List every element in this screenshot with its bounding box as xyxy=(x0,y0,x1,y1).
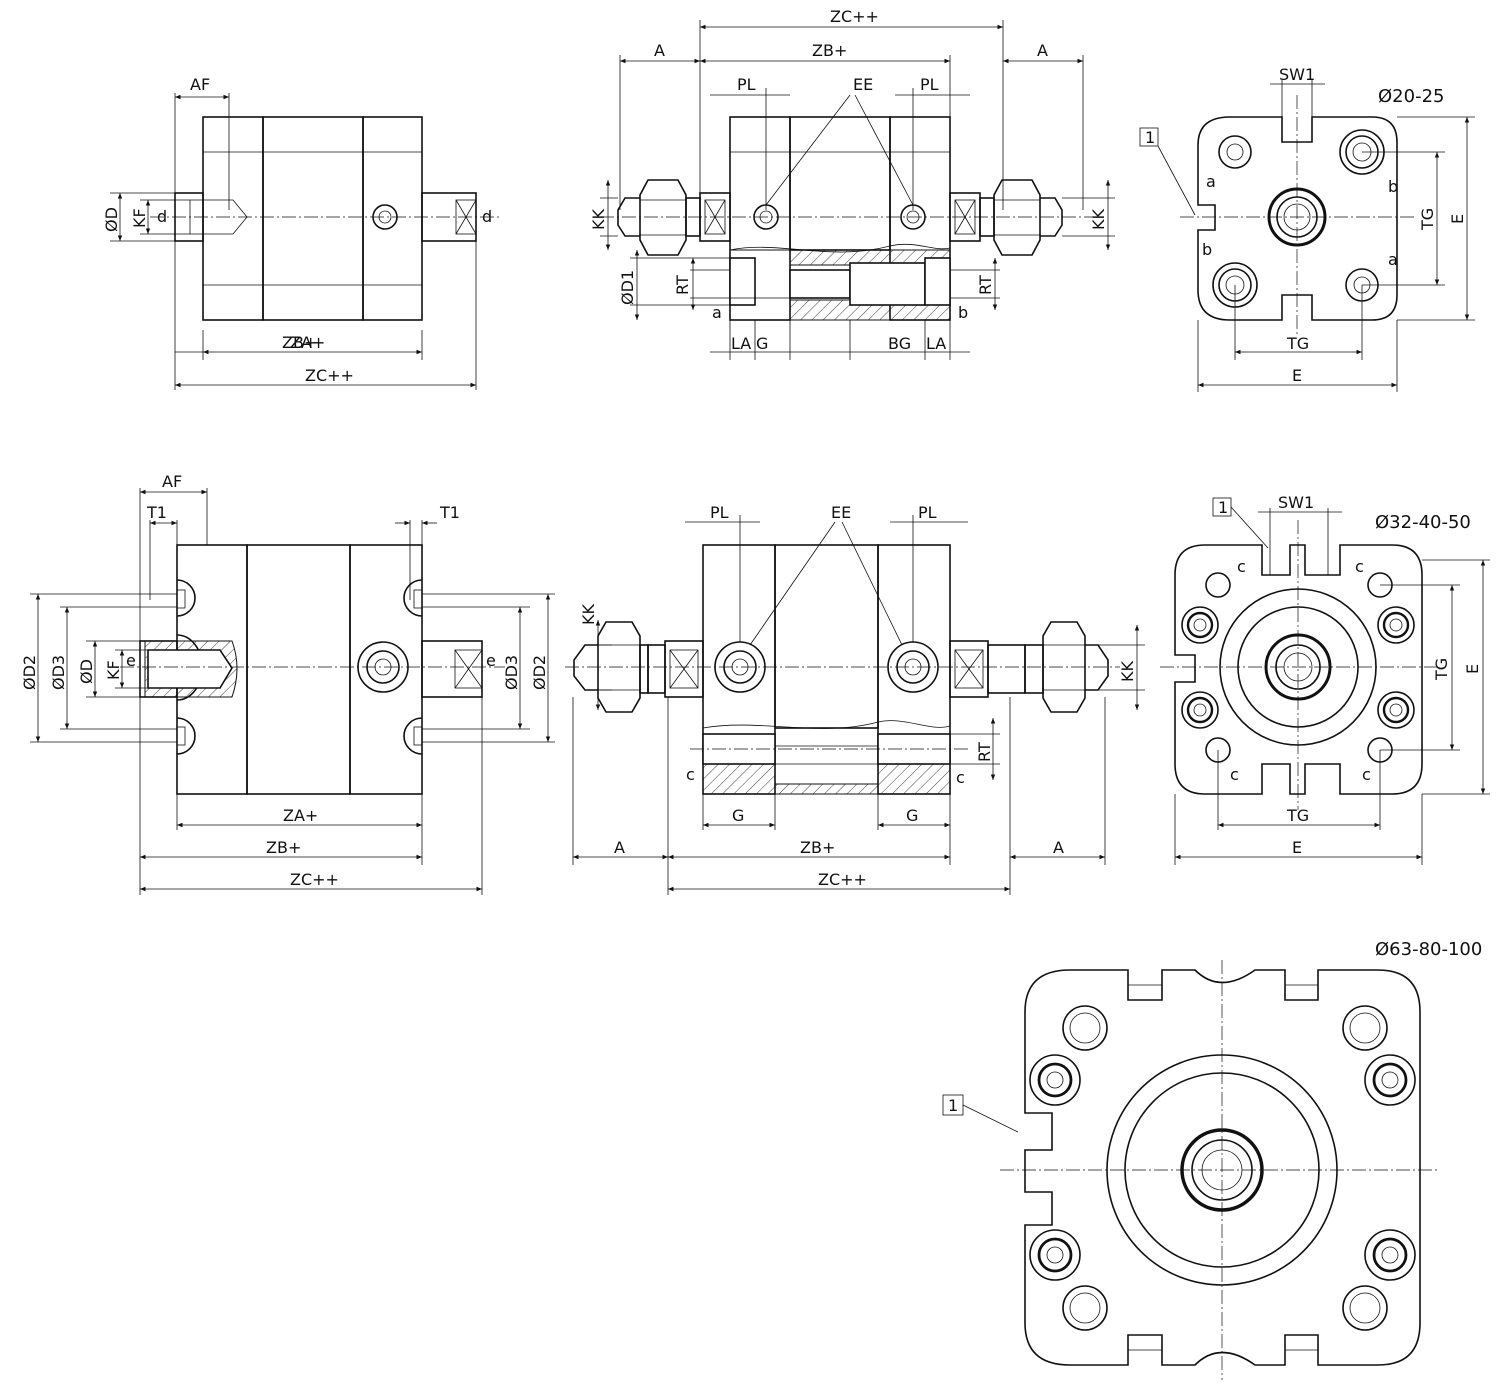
label-e-left: e xyxy=(126,651,136,670)
label-pl-right: PL xyxy=(920,75,939,94)
label-phi-d1: ØD1 xyxy=(618,270,637,305)
label-callout-1-large: 1 xyxy=(948,1096,958,1115)
side-view-medium: AF T1 T1 ØD2 ØD3 ØD KF e e ØD3 ØD2 ZA+ Z… xyxy=(20,472,555,895)
label-pl-left-medium: PL xyxy=(710,503,729,522)
label-size-small: Ø20-25 xyxy=(1378,86,1444,107)
label-g-left: G xyxy=(756,334,768,353)
label-d-left: d xyxy=(157,207,167,226)
label-a-small-end1: a xyxy=(1206,172,1216,191)
label-c-sec-right: c xyxy=(956,768,965,787)
label-size-large: Ø63-80-100 xyxy=(1375,939,1482,960)
label-bg: BG xyxy=(888,334,911,353)
label-e-h-small: E xyxy=(1292,366,1302,385)
label-callout-1-small: 1 xyxy=(1145,128,1155,147)
label-tg-v-small: TG xyxy=(1418,208,1437,231)
label-a-right-medium: A xyxy=(1053,838,1064,857)
label-g-left-medium: G xyxy=(732,806,744,825)
label-phi-d2-left: ØD2 xyxy=(20,655,39,690)
label-c-end-4: c xyxy=(1362,765,1371,784)
section-view-small: ZC++ A ZB+ A PL EE PL KK KK ØD1 RT RT a … xyxy=(589,7,1115,360)
label-rt-left: RT xyxy=(673,275,692,295)
label-size-medium: Ø32-40-50 xyxy=(1375,512,1471,533)
end-view-medium: 1 SW1 Ø32-40-50 c c c c TG E TG E xyxy=(1160,493,1490,865)
label-zc-medium: ZC++ xyxy=(290,870,339,889)
label-af: AF xyxy=(190,75,210,94)
label-zc-small: ZC++ xyxy=(305,366,354,385)
label-ee-medium: EE xyxy=(831,503,851,522)
label-b-small-sec: b xyxy=(958,303,968,322)
label-ee: EE xyxy=(853,75,873,94)
label-t1-left: T1 xyxy=(146,503,167,522)
label-b-small-end2: b xyxy=(1202,240,1212,259)
label-zb-small: ZB+ xyxy=(282,333,317,352)
label-b-small-end1: b xyxy=(1388,177,1398,196)
label-a-small-sec: a xyxy=(712,303,722,322)
label-pl-right-medium: PL xyxy=(918,503,937,522)
label-a-left-medium: A xyxy=(614,838,625,857)
side-view-small: AF ØD KF d d ZB+ ZA+ ZC++ xyxy=(102,75,500,390)
label-kf-medium: KF xyxy=(104,660,123,680)
label-tg-h-small: TG xyxy=(1286,334,1309,353)
label-c-end-3: c xyxy=(1230,765,1239,784)
label-d-right: d xyxy=(482,207,492,226)
label-kk-left: KK xyxy=(589,209,608,230)
label-e-h-medium: E xyxy=(1292,838,1302,857)
label-za-small: ZA+ xyxy=(290,333,325,352)
label-a-left: A xyxy=(654,41,665,60)
label-zb-medium: ZB+ xyxy=(266,838,301,857)
label-g-right-medium: G xyxy=(906,806,918,825)
label-e-v-small: E xyxy=(1448,214,1467,224)
label-tg-v-medium: TG xyxy=(1432,658,1451,681)
label-phi-d2-right: ØD2 xyxy=(530,655,549,690)
label-sw1-small: SW1 xyxy=(1279,65,1315,84)
label-phi-d3-right: ØD3 xyxy=(502,655,521,690)
label-za-medium: ZA+ xyxy=(283,806,318,825)
section-view-medium: PL EE PL KK KK RT c c G G A ZB+ A ZC++ xyxy=(565,503,1145,895)
label-pl-left: PL xyxy=(737,75,756,94)
label-zc-front-medium: ZC++ xyxy=(818,870,867,889)
label-zc-top: ZC++ xyxy=(830,7,879,26)
label-kk-right: KK xyxy=(1089,209,1108,230)
label-phi-d3-left: ØD3 xyxy=(49,655,68,690)
label-e-v-medium: E xyxy=(1463,664,1482,674)
label-a-small-end2: a xyxy=(1388,250,1398,269)
label-kk-right-medium: KK xyxy=(1118,661,1137,682)
label-c-sec-left: c xyxy=(686,765,695,784)
label-rt-right: RT xyxy=(976,275,995,295)
label-sw1-medium: SW1 xyxy=(1278,493,1314,512)
label-zb-front-medium: ZB+ xyxy=(800,838,835,857)
label-phi-d-medium: ØD xyxy=(77,659,96,684)
label-rt-medium: RT xyxy=(975,742,994,762)
label-la-left: LA xyxy=(731,334,751,353)
callout-box-small xyxy=(1139,127,1159,147)
label-zb-top: ZB+ xyxy=(812,41,847,60)
label-phi-d: ØD xyxy=(102,207,121,232)
label-c-end-1: c xyxy=(1237,557,1246,576)
label-callout-1-medium: 1 xyxy=(1218,498,1228,517)
label-t1-right: T1 xyxy=(439,503,460,522)
end-view-small: 1 SW1 Ø20-25 a b b a TG E TG E xyxy=(1139,65,1475,392)
label-tg-h-medium: TG xyxy=(1286,806,1309,825)
end-view-large: 1 Ø63-80-100 xyxy=(942,939,1482,1380)
label-c-end-2: c xyxy=(1355,557,1364,576)
label-af-medium: AF xyxy=(162,472,182,491)
label-kf: KF xyxy=(130,208,149,228)
label-a-right: A xyxy=(1037,41,1048,60)
label-e-right: e xyxy=(486,651,496,670)
label-kk-left-medium: KK xyxy=(579,604,598,625)
label-la-right: LA xyxy=(926,334,946,353)
